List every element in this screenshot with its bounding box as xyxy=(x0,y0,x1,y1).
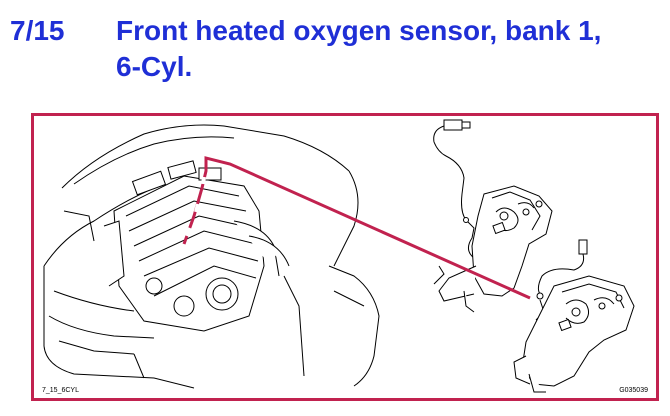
upper-sensor-cable xyxy=(433,119,475,259)
figure-code-left: 7_15_6CYL xyxy=(42,387,79,394)
page-title-line2: 6-Cyl. xyxy=(116,51,193,82)
engine-diagram xyxy=(43,119,635,393)
page-title-line1: Front heated oxygen sensor, bank 1, xyxy=(116,15,602,46)
car-body-outline xyxy=(43,124,380,389)
engine-block xyxy=(103,160,290,332)
section-number: 7/15 xyxy=(10,15,65,46)
figure-code-right: G035039 xyxy=(619,387,648,394)
callout-line xyxy=(182,156,531,300)
diagram-frame: 7_15_6CYL G035039 xyxy=(31,113,659,401)
callout-dashes xyxy=(185,176,206,237)
lower-exhaust-manifold xyxy=(513,275,635,393)
upper-exhaust-manifold xyxy=(433,185,553,313)
